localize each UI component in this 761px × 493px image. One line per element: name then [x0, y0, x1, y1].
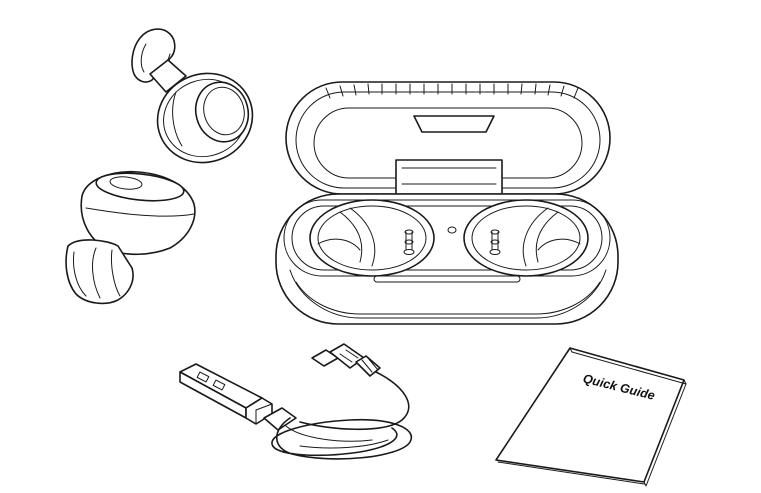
right-earbud-slot	[463, 199, 589, 277]
quick-guide-booklet: Quick Guide	[495, 347, 687, 487]
micro-connector	[311, 343, 381, 377]
lid-ribs	[325, 83, 579, 99]
usb-a-connector	[179, 363, 297, 431]
earbud-bottom	[65, 170, 196, 305]
earbud-top	[131, 28, 254, 164]
left-earbud-slot	[309, 199, 435, 277]
charging-case	[275, 81, 619, 325]
usb-cable	[179, 343, 413, 460]
